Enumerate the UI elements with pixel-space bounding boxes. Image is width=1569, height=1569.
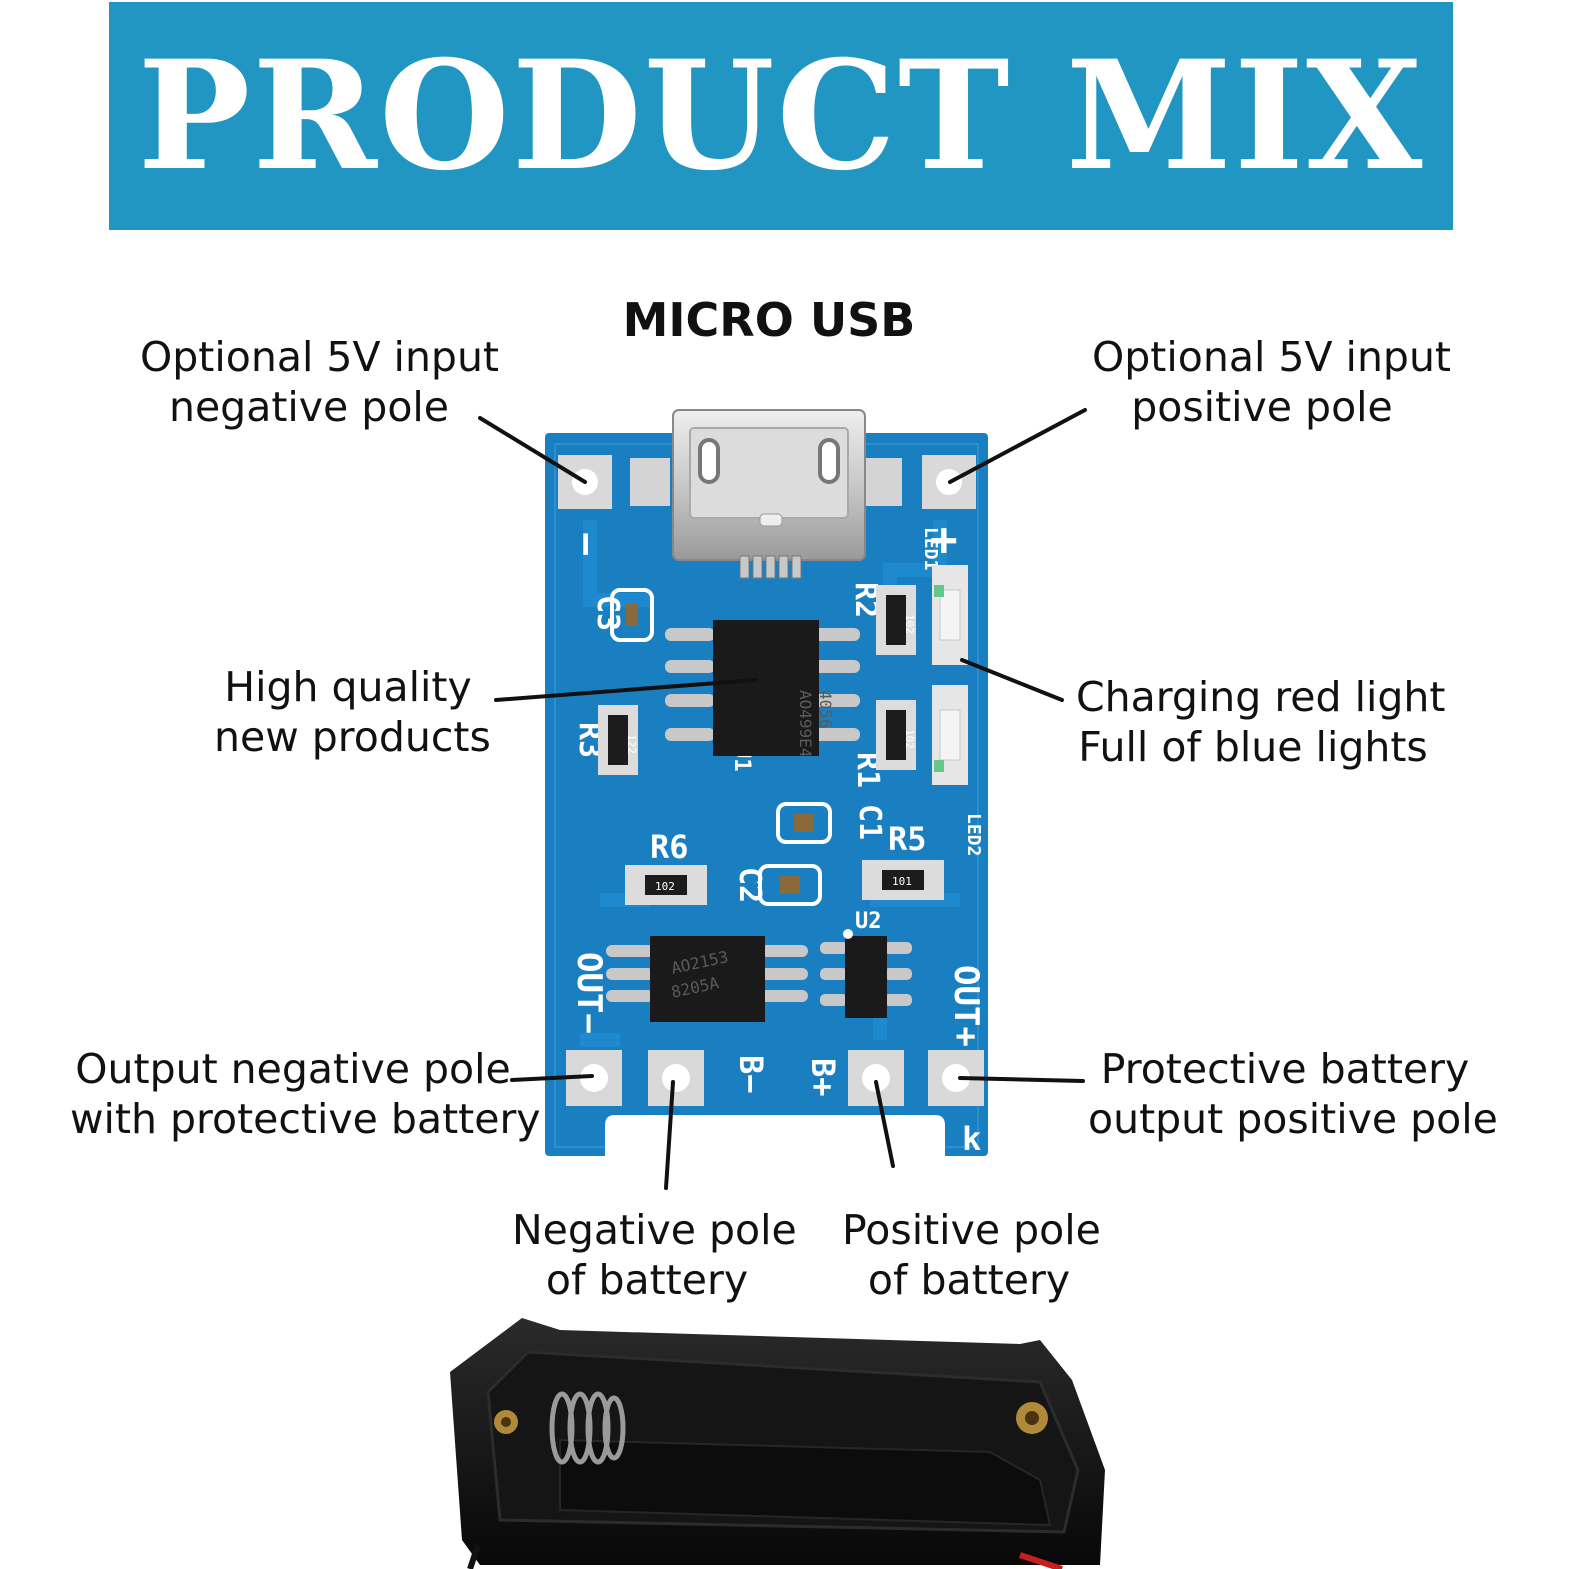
resistors: 102 102 122 102 101 [598, 585, 944, 905]
battery-holder [450, 1318, 1105, 1569]
svg-text:101: 101 [892, 875, 912, 888]
silk-u2: U2 [855, 909, 882, 934]
silk-b-plus: B+ [804, 1058, 842, 1097]
silk-led2: LED2 [963, 813, 984, 856]
label-output-negative: Output negative pole with protective bat… [70, 1045, 541, 1143]
svg-text:102: 102 [655, 880, 675, 893]
micro-usb-connector [672, 409, 866, 579]
charger-chip: 4056 AO499E4 [665, 620, 860, 757]
svg-text:102: 102 [903, 729, 916, 749]
silk-plus: + [930, 512, 958, 566]
silk-c1: C1 [852, 804, 887, 840]
silk-minus: − [563, 532, 609, 556]
silk-k: k [962, 1120, 981, 1158]
title-banner: PRODUCT MIX [109, 2, 1453, 230]
silk-r5: R5 [888, 820, 927, 858]
protection-mosfet: AO2153 8205A [606, 936, 808, 1022]
label-battery-negative: Negative pole of battery [512, 1206, 797, 1304]
silkscreen: − + C3 R2 R3 R1 C1 R6 R5 C2 U1 U2 LED1 L… [563, 512, 986, 1158]
label-charging-light: Charging red light Full of blue lights [1076, 673, 1446, 771]
leds [932, 565, 968, 785]
label-high-quality: High quality new products [214, 663, 491, 761]
svg-text:122: 122 [625, 734, 638, 754]
label-input-negative: Optional 5V input negative pole [140, 333, 500, 431]
label-battery-positive: Positive pole of battery [842, 1206, 1101, 1304]
silk-out-plus: OUT+ [946, 965, 986, 1047]
silk-b-minus: B− [732, 1055, 770, 1094]
silk-out-minus: OUT− [569, 952, 609, 1034]
chip-main-line2: AO499E4 [796, 690, 815, 757]
output-pads [566, 1050, 984, 1106]
svg-text:102: 102 [903, 614, 916, 634]
silk-c3: C3 [590, 595, 625, 631]
silk-r6: R6 [650, 828, 689, 866]
protection-ic [820, 929, 912, 1018]
micro-usb-heading: MICRO USB [622, 293, 916, 347]
banner-title: PRODUCT MIX [137, 28, 1425, 204]
callout-lines [478, 408, 1087, 1190]
label-output-positive: Protective battery output positive pole [1088, 1045, 1498, 1143]
silk-led1: LED1 [920, 527, 941, 570]
chip-main-line1: 4056 [816, 690, 835, 729]
label-input-positive: Optional 5V input positive pole [1092, 333, 1452, 431]
capacitors [610, 588, 832, 906]
